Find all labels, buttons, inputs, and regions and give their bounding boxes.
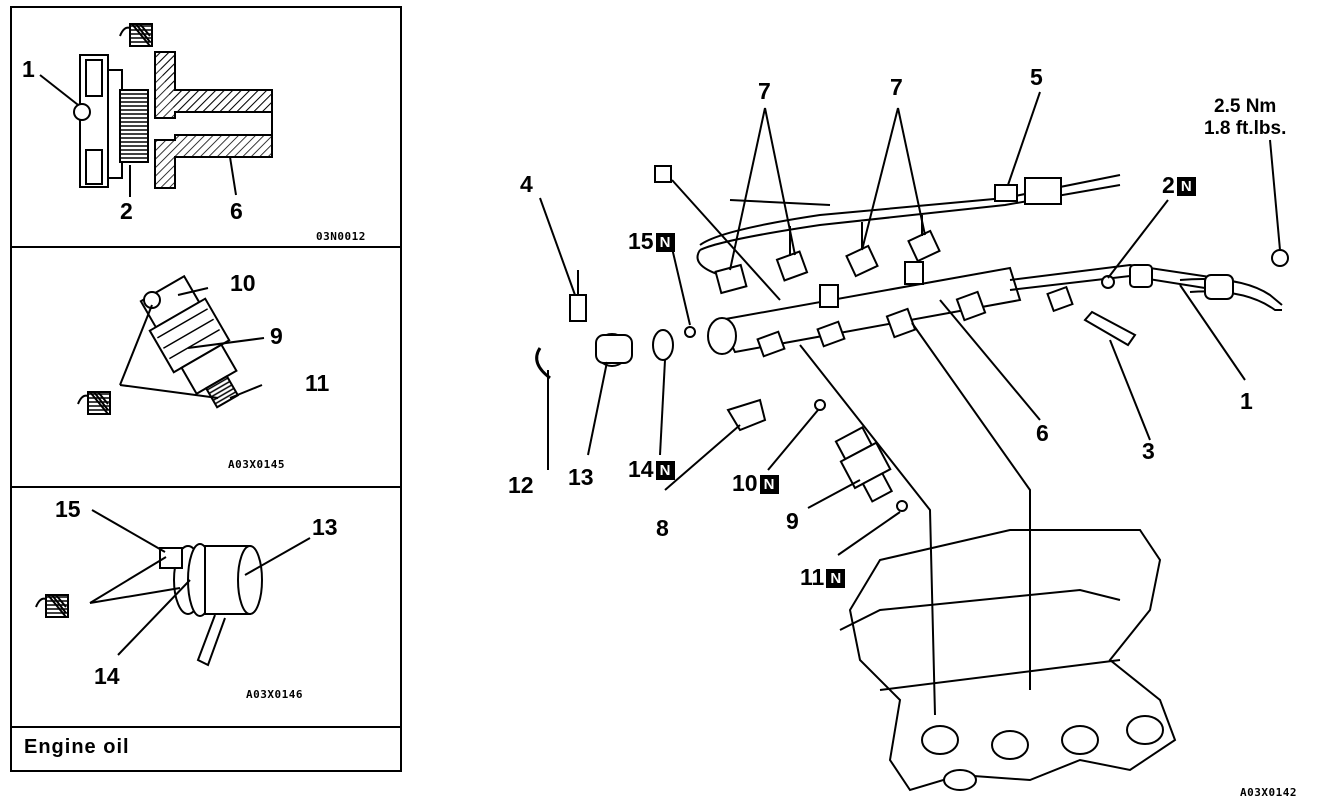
figure-code-top: 03N0012 xyxy=(316,230,366,243)
label-12: 12 xyxy=(508,472,534,498)
label-11-mid: 11 xyxy=(305,370,330,396)
label-10-mid: 10 xyxy=(230,270,256,296)
torque-spec: 2.5 Nm 1.8 ft.lbs. xyxy=(1204,96,1286,140)
figure-code-main: A03X0142 xyxy=(1240,786,1297,799)
label-13-bot: 13 xyxy=(312,514,338,540)
injector-figure xyxy=(77,274,265,415)
label-14-number: 14 xyxy=(628,456,654,482)
label-7b: 7 xyxy=(890,74,903,100)
label-3: 3 xyxy=(1142,438,1155,464)
oil-can-icon xyxy=(77,391,111,415)
label-13: 13 xyxy=(568,464,594,490)
label-15-bot: 15 xyxy=(55,496,81,522)
label-1: 1 xyxy=(1240,388,1253,414)
label-10-number: 10 xyxy=(732,470,758,496)
label-2-number: 2 xyxy=(1162,172,1175,198)
new-part-marker: N xyxy=(1176,177,1196,196)
label-4: 4 xyxy=(520,171,533,197)
label-9: 9 xyxy=(786,508,799,534)
legend-engine-oil: Engine oil xyxy=(24,736,130,758)
panel-legend xyxy=(10,726,402,772)
label-5: 5 xyxy=(1030,64,1043,90)
label-15-number: 15 xyxy=(628,228,654,254)
fuel-rail-assembly xyxy=(535,91,1289,792)
label-9-mid: 9 xyxy=(270,323,283,349)
torque-nm: 2.5 Nm xyxy=(1214,96,1277,117)
label-1-top: 1 xyxy=(22,56,35,82)
new-part-marker: N xyxy=(826,569,846,588)
label-6-top: 6 xyxy=(230,198,243,224)
bolt-flange-figure xyxy=(39,23,273,197)
label-2-top: 2 xyxy=(120,198,133,224)
label-7a: 7 xyxy=(758,78,771,104)
figure-code-middle: A03X0145 xyxy=(228,458,285,471)
new-part-marker: N xyxy=(655,461,675,480)
torque-ftlbs: 1.8 ft.lbs. xyxy=(1204,118,1287,139)
oil-can-icon xyxy=(35,594,69,618)
oil-can-icon xyxy=(119,23,153,47)
new-part-marker: N xyxy=(655,233,675,252)
figure-code-bottom: A03X0146 xyxy=(246,688,303,701)
new-part-marker: N xyxy=(759,475,779,494)
label-14-bot: 14 xyxy=(94,663,120,689)
label-6: 6 xyxy=(1036,420,1049,446)
label-8: 8 xyxy=(656,515,669,541)
regulator-figure xyxy=(35,509,311,667)
label-11-number: 11 xyxy=(800,564,825,590)
